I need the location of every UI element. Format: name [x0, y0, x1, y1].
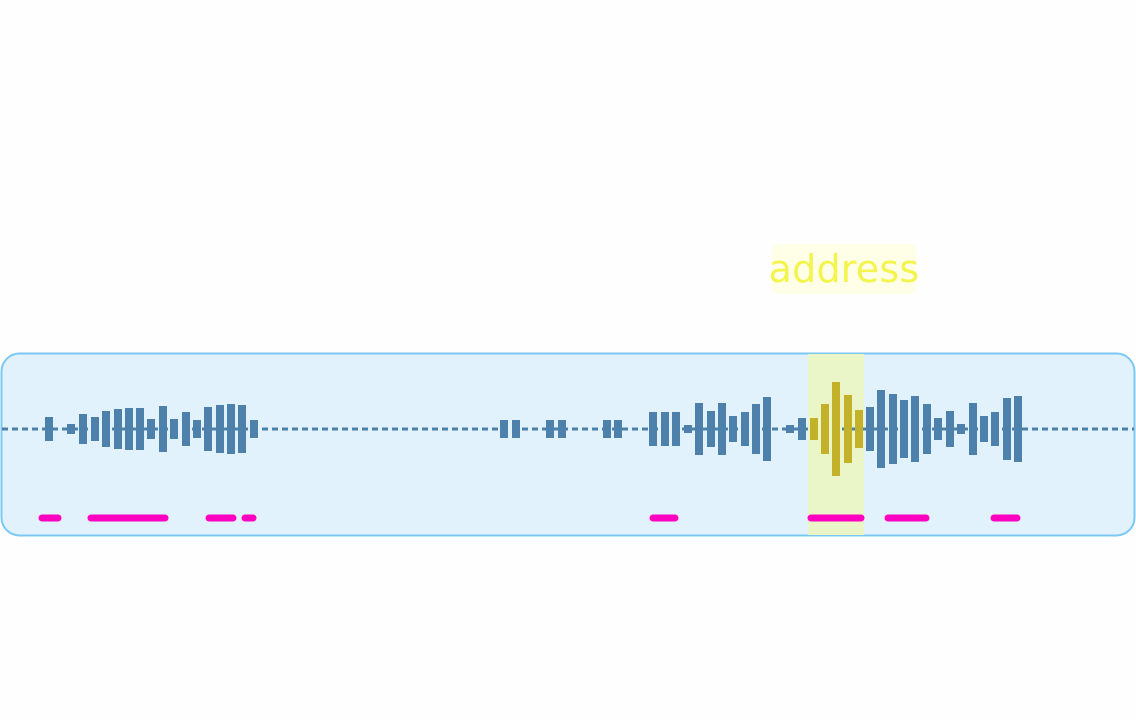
waveform-bar: [798, 418, 806, 440]
waveform-bar: [136, 408, 144, 450]
highlighted-waveform-bar: [832, 382, 840, 476]
waveform-bar: [227, 404, 235, 454]
waveform-bar: [661, 412, 669, 446]
waveform-bar: [980, 416, 988, 442]
waveform-bar: [159, 406, 167, 452]
highlighted-waveform-bar: [844, 395, 852, 463]
waveform-bars: [45, 382, 1022, 476]
waveform-bar: [67, 424, 75, 434]
waveform-bar: [91, 417, 99, 441]
highlighted-waveform-bar: [821, 404, 829, 454]
waveform-bar: [614, 420, 622, 438]
word-label-text: address: [768, 247, 920, 291]
waveform-bar: [204, 407, 212, 451]
waveform-bar: [45, 417, 53, 441]
waveform-bar: [741, 412, 749, 446]
waveform-bar: [170, 419, 178, 439]
waveform-bar: [969, 403, 977, 455]
waveform-bar: [718, 403, 726, 455]
word-label: address: [768, 244, 920, 294]
waveform-bar: [866, 407, 874, 451]
waveform-bar: [786, 425, 794, 433]
waveform-bar: [512, 420, 520, 438]
waveform-bar: [911, 396, 919, 462]
waveform-bar: [1003, 398, 1011, 460]
waveform-bar: [695, 403, 703, 455]
waveform-bar: [250, 420, 258, 438]
waveform-bar: [216, 405, 224, 453]
waveform-bar: [546, 420, 554, 438]
waveform-bar: [707, 411, 715, 447]
waveform-bar: [558, 420, 566, 438]
waveform-bar: [125, 408, 133, 450]
waveform-bar: [991, 412, 999, 446]
waveform-bar: [923, 404, 931, 454]
waveform-bar: [672, 412, 680, 446]
waveform-bar: [763, 397, 771, 461]
waveform-bar: [238, 405, 246, 453]
waveform-bar: [114, 409, 122, 449]
waveform-bar: [877, 390, 885, 468]
waveform-bar: [729, 416, 737, 442]
waveform-bar: [889, 394, 897, 464]
waveform-bar: [500, 420, 508, 438]
waveform-panel: [0, 352, 1136, 537]
highlighted-waveform-bar: [855, 410, 863, 448]
waveform-bar: [900, 400, 908, 458]
highlighted-waveform-bar: [810, 418, 818, 440]
waveform-bar: [79, 414, 87, 444]
waveform-bar: [934, 418, 942, 440]
waveform-bar: [102, 411, 110, 447]
waveform-bar: [946, 411, 954, 447]
waveform-bar: [684, 425, 692, 433]
waveform-bar: [182, 412, 190, 446]
waveform-bar: [649, 412, 657, 446]
waveform-bar: [752, 404, 760, 454]
waveform-bar: [1014, 396, 1022, 462]
waveform-bar: [147, 419, 155, 439]
waveform-bar: [193, 420, 201, 438]
waveform-bar: [957, 424, 965, 434]
waveform-bar: [603, 420, 611, 438]
